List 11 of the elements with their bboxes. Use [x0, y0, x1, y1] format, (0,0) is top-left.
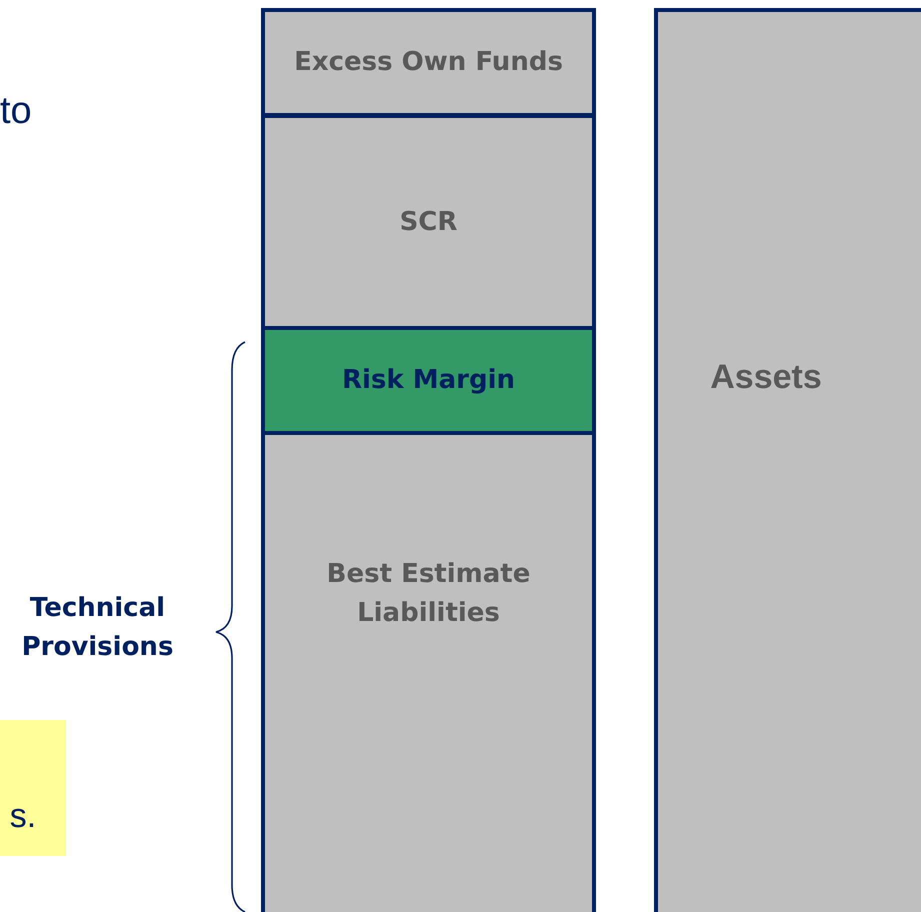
block-label: Risk Margin: [342, 364, 516, 397]
note-text: s.: [10, 796, 36, 837]
block-label: Best Estimate Liabilities: [326, 558, 532, 630]
text-fragment: to: [0, 90, 32, 133]
block-label: Assets: [710, 357, 822, 398]
note-box: [0, 720, 66, 856]
balance-sheet-block: [261, 8, 596, 117]
block-label: SCR: [400, 206, 458, 238]
block-label: Excess Own Funds: [294, 46, 563, 79]
balance-sheet-block: [654, 8, 921, 912]
block-label: Technical Provisions: [20, 592, 174, 664]
